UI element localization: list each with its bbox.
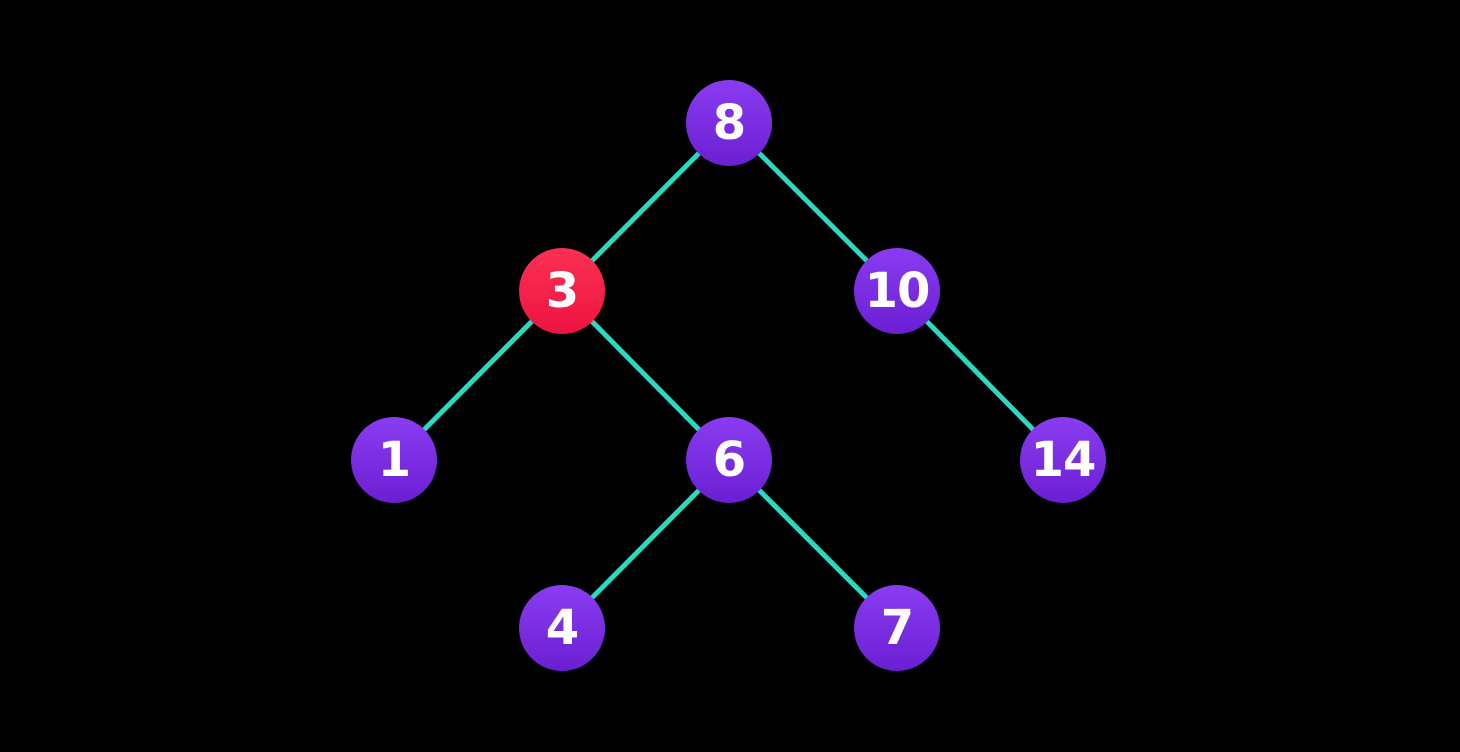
tree-node-1[interactable]: 1 xyxy=(351,417,437,503)
tree-node-3-highlighted[interactable]: 3 xyxy=(519,248,605,334)
tree-node-value: 8 xyxy=(712,95,746,151)
tree-node-4[interactable]: 4 xyxy=(519,585,605,671)
tree-node-value: 3 xyxy=(545,263,579,319)
tree-node-7[interactable]: 7 xyxy=(854,585,940,671)
tree-node-value: 10 xyxy=(864,263,931,319)
tree-node-value: 6 xyxy=(712,432,746,488)
tree-node-value: 1 xyxy=(377,432,411,488)
tree-node-10[interactable]: 10 xyxy=(854,248,940,334)
tree-node-value: 7 xyxy=(880,600,914,656)
tree-node-14[interactable]: 14 xyxy=(1020,417,1106,503)
tree-node-6[interactable]: 6 xyxy=(686,417,772,503)
tree-node-value: 4 xyxy=(545,600,579,656)
tree-node-value: 14 xyxy=(1030,432,1097,488)
tree-node-8[interactable]: 8 xyxy=(686,80,772,166)
